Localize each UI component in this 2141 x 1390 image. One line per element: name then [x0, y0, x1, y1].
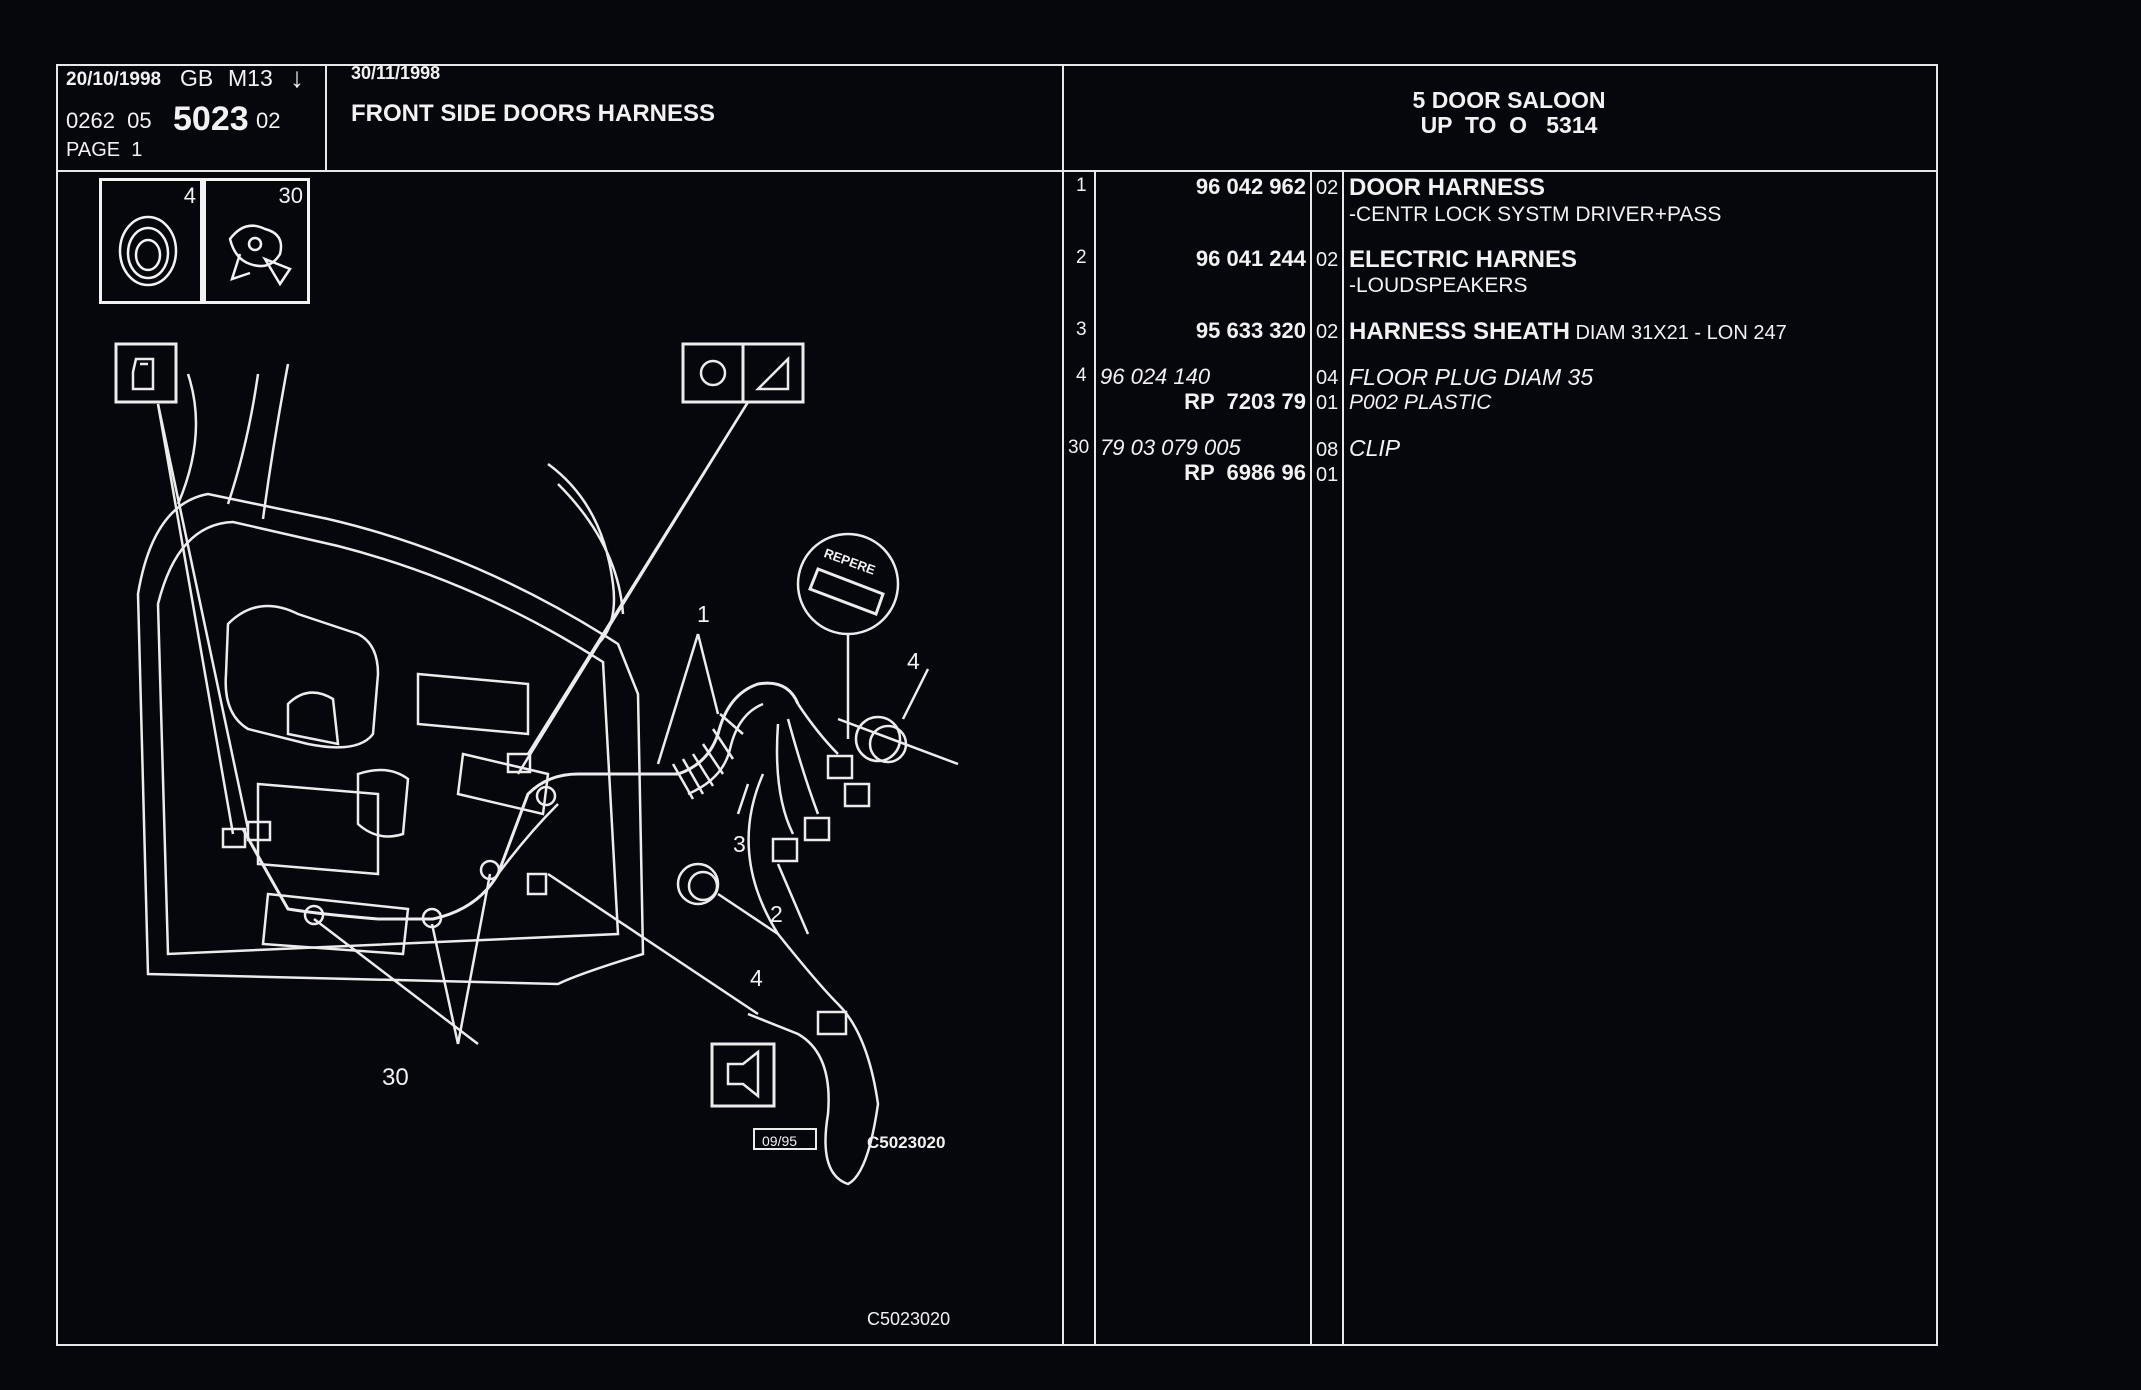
part-ref: 96 041 244 — [1195, 246, 1306, 271]
col-qty-divider — [1342, 170, 1344, 1346]
thumbnail-label: 4 — [183, 183, 196, 208]
thumbnail-label: 30 — [278, 183, 303, 208]
part-qty-secondary: 01 — [1316, 464, 1339, 486]
part-ref: 95 633 320 — [1195, 318, 1306, 343]
header-date: 20/10/1998 — [66, 69, 162, 90]
document-title: FRONT SIDE DOORS HARNESS — [351, 100, 716, 127]
thumbnail-clip: 30 — [203, 178, 310, 304]
part-ref: 96 024 140 — [1100, 364, 1211, 389]
part-name: ELECTRIC HARNES — [1349, 246, 1578, 273]
page-number: PAGE 1 — [66, 139, 143, 161]
item-number: 30 — [1068, 437, 1090, 458]
header-bottom-line — [58, 170, 1938, 172]
code-suffix: 02 — [256, 108, 281, 133]
door-harness-diagram — [58, 174, 1058, 1344]
diagram-date-box: 09/95 — [762, 1133, 798, 1149]
item-number: 1 — [1076, 175, 1087, 196]
part-name-line: HARNESS SHEATH DIAM 31X21 - LON 247 — [1349, 320, 1787, 344]
code-main: 5023 — [173, 100, 249, 138]
part-ref-secondary: RP 6986 96 — [1184, 460, 1306, 485]
door-panel-outline — [138, 494, 643, 984]
callout-label: 4 — [907, 648, 920, 674]
item-number: 3 — [1076, 319, 1087, 340]
part-subdesc: -LOUDSPEAKERS — [1349, 274, 1528, 297]
part-ref: 79 03 079 005 — [1100, 435, 1241, 460]
part-name: CLIP — [1349, 435, 1401, 461]
header-left-divider — [325, 64, 327, 172]
callout-label: 30 — [382, 1064, 409, 1091]
part-qty: 04 — [1316, 367, 1339, 389]
document-frame — [56, 64, 1938, 1346]
item-number: 2 — [1076, 247, 1087, 268]
part-ref: 96 042 962 — [1195, 174, 1306, 199]
part-desc: DIAM 31X21 - LON 247 — [1569, 322, 1787, 344]
revision-date: 30/11/1998 — [351, 63, 441, 83]
part-qty: 08 — [1316, 439, 1339, 461]
col-ref-divider — [1310, 170, 1312, 1346]
variant-line-2: UP TO O 5314 — [1420, 112, 1598, 138]
header-model: M13 — [228, 65, 273, 91]
part-ref-secondary: RP 7203 79 — [1184, 389, 1306, 414]
footer-ref-code: C5023020 — [867, 1309, 951, 1329]
part-subdesc: -CENTR LOCK SYSTM DRIVER+PASS — [1349, 203, 1722, 226]
callout-label: 1 — [697, 601, 710, 627]
part-name: DOOR HARNESS — [1349, 174, 1546, 201]
code-prefix: 0262 05 — [66, 108, 152, 133]
callout-label: 2 — [770, 901, 783, 927]
thumbnail-floor-plug: 4 — [99, 178, 203, 304]
header-lang: GB — [180, 65, 214, 91]
part-name: HARNESS SHEATH — [1349, 318, 1570, 345]
part-subdesc: P002 PLASTIC — [1349, 391, 1492, 414]
part-qty: 02 — [1316, 321, 1339, 343]
part-qty: 02 — [1316, 177, 1339, 199]
diagram-ref-code: C5023020 — [867, 1133, 946, 1152]
divider-center — [1062, 64, 1064, 1346]
callout-label: 4 — [750, 965, 763, 991]
clip-icon — [228, 224, 292, 287]
floor-plug-icon — [118, 215, 178, 287]
part-qty-secondary: 01 — [1316, 392, 1339, 414]
callout-label: 3 — [733, 831, 746, 857]
arrow-down-icon: ↓ — [290, 62, 304, 93]
item-number: 4 — [1076, 365, 1087, 386]
part-qty: 02 — [1316, 249, 1339, 271]
col-item-divider — [1094, 170, 1096, 1346]
variant-line-1: 5 DOOR SALOON — [1412, 87, 1606, 113]
part-name: FLOOR PLUG DIAM 35 — [1349, 364, 1594, 390]
